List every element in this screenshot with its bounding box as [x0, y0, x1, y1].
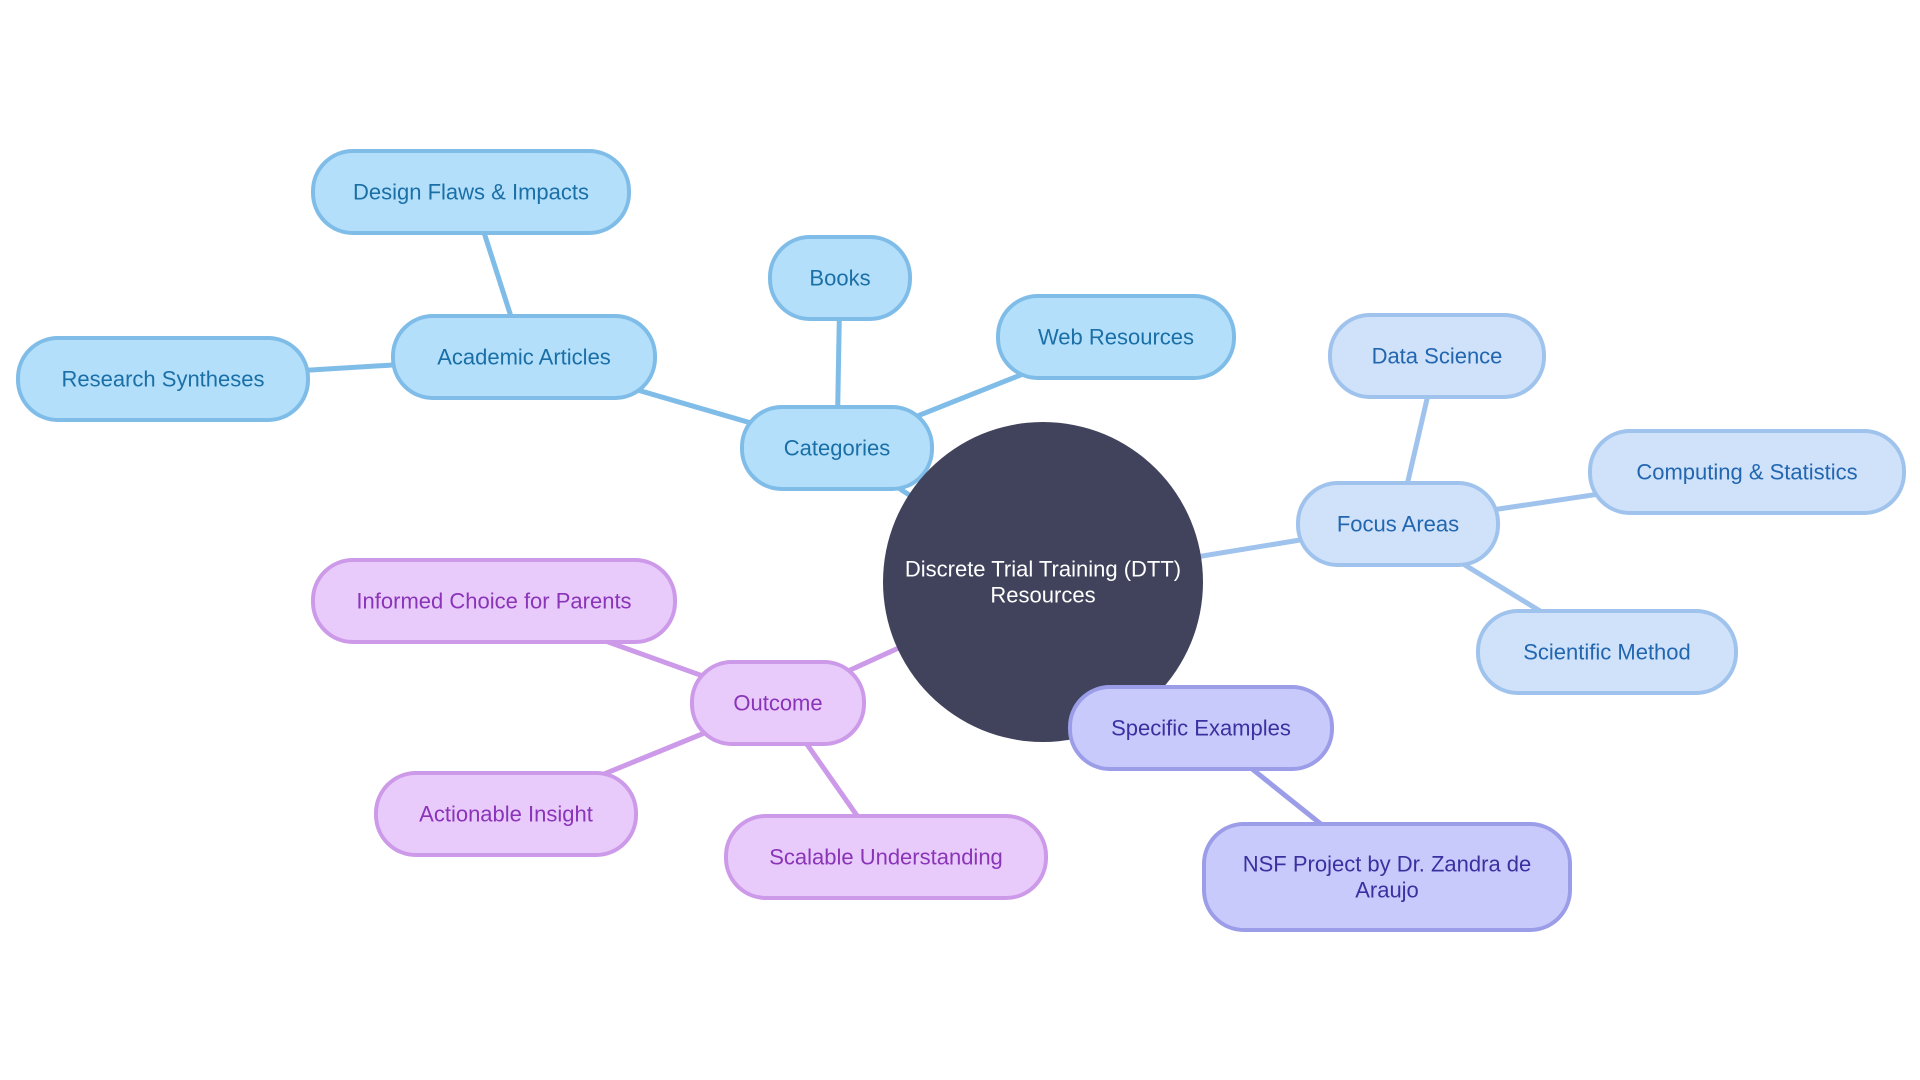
node-outcome[interactable]: Outcome: [690, 660, 866, 746]
node-data-science-box: [1328, 313, 1546, 399]
node-outcome-label: Outcome: [733, 691, 822, 716]
node-nsf-project-label: NSF Project by Dr. Zandra de: [1243, 852, 1532, 877]
node-informed-choice-box: [311, 558, 677, 644]
root-node-circle: [883, 422, 1203, 742]
node-scalable-understanding-box: [724, 814, 1048, 900]
node-data-science[interactable]: Data Science: [1328, 313, 1546, 399]
node-books[interactable]: Books: [768, 235, 912, 321]
node-books-box: [768, 235, 912, 321]
node-categories-box: [740, 405, 934, 491]
root-node-label: Discrete Trial Training (DTT): [905, 557, 1181, 582]
node-scientific-method-label: Scientific Method: [1523, 640, 1691, 665]
node-specific-examples-box: [1068, 685, 1334, 771]
node-scalable-understanding[interactable]: Scalable Understanding: [724, 814, 1048, 900]
node-computing-statistics[interactable]: Computing & Statistics: [1588, 429, 1906, 515]
node-academic-articles[interactable]: Academic Articles: [391, 314, 657, 400]
node-actionable-insight-box: [374, 771, 638, 857]
node-research-syntheses[interactable]: Research Syntheses: [16, 336, 310, 422]
node-scientific-method[interactable]: Scientific Method: [1476, 609, 1738, 695]
root-node-label: Resources: [990, 583, 1095, 608]
node-books-label: Books: [809, 266, 870, 291]
node-research-syntheses-label: Research Syntheses: [62, 367, 265, 392]
node-nsf-project-label: Araujo: [1355, 878, 1419, 903]
node-specific-examples[interactable]: Specific Examples: [1068, 685, 1334, 771]
node-actionable-insight-label: Actionable Insight: [419, 802, 593, 827]
node-nsf-project-box: [1202, 822, 1572, 932]
node-web-resources-label: Web Resources: [1038, 325, 1194, 350]
node-actionable-insight[interactable]: Actionable Insight: [374, 771, 638, 857]
node-focus-areas[interactable]: Focus Areas: [1296, 481, 1500, 567]
node-focus-areas-label: Focus Areas: [1337, 512, 1459, 537]
node-specific-examples-label: Specific Examples: [1111, 716, 1291, 741]
node-categories[interactable]: Categories: [740, 405, 934, 491]
node-web-resources[interactable]: Web Resources: [996, 294, 1236, 380]
node-design-flaws-label: Design Flaws & Impacts: [353, 180, 589, 205]
node-outcome-box: [690, 660, 866, 746]
node-informed-choice-label: Informed Choice for Parents: [356, 589, 631, 614]
node-layer: Categories Academic Articles Design Flaws …: [16, 149, 1906, 932]
node-computing-statistics-label: Computing & Statistics: [1636, 460, 1857, 485]
node-design-flaws[interactable]: Design Flaws & Impacts: [311, 149, 631, 235]
node-scientific-method-box: [1476, 609, 1738, 695]
node-data-science-label: Data Science: [1372, 344, 1503, 369]
node-computing-statistics-box: [1588, 429, 1906, 515]
root-node[interactable]: Discrete Trial Training (DTT)Resources: [883, 422, 1203, 742]
node-categories-label: Categories: [784, 436, 890, 461]
node-research-syntheses-box: [16, 336, 310, 422]
node-informed-choice[interactable]: Informed Choice for Parents: [311, 558, 677, 644]
node-design-flaws-box: [311, 149, 631, 235]
node-focus-areas-box: [1296, 481, 1500, 567]
node-web-resources-box: [996, 294, 1236, 380]
node-academic-articles-label: Academic Articles: [437, 345, 611, 370]
node-scalable-understanding-label: Scalable Understanding: [769, 845, 1003, 870]
node-academic-articles-box: [391, 314, 657, 400]
